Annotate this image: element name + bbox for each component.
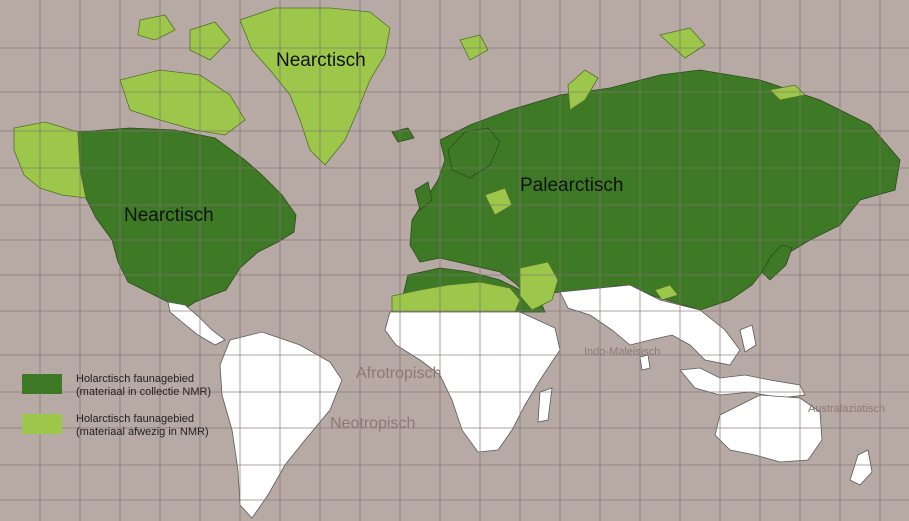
region-arctic-islands-ne <box>189 21 231 61</box>
legend-swatch-dark-green <box>22 374 62 394</box>
legend-line-1: Holarctisch faunagebied <box>76 373 195 385</box>
region-uk <box>414 181 433 211</box>
region-africa <box>384 311 561 453</box>
region-alaska <box>13 121 87 199</box>
region-nw-islands <box>137 14 176 41</box>
region-madagascar <box>537 387 553 423</box>
region-australia <box>714 394 823 463</box>
region-south-america <box>219 331 343 519</box>
region-severnaya <box>659 27 706 59</box>
region-novaya-zemlya <box>567 69 599 111</box>
other-regions <box>167 284 873 519</box>
region-central-america <box>167 301 226 346</box>
region-iceland <box>391 127 415 143</box>
region-eurasia <box>409 69 901 311</box>
map-legend: Holarctisch faunagebied (materiaal in co… <box>22 373 211 453</box>
region-greenland <box>239 7 391 166</box>
region-himalaya-patch <box>654 284 679 301</box>
label-eurasia: Palearctisch <box>520 175 624 196</box>
region-new-siberian <box>769 84 806 101</box>
label-south-america: Neotropisch <box>330 415 416 432</box>
holarctic-absent-regions <box>13 7 806 313</box>
region-svalbard <box>459 34 489 61</box>
label-north-america: Nearctisch <box>124 205 214 226</box>
region-sri-lanka <box>639 354 651 371</box>
legend-line-2: (materiaal in collectie NMR) <box>76 386 212 398</box>
region-new-zealand <box>849 449 873 486</box>
legend-item: Holarctisch faunagebied (materiaal in co… <box>22 373 211 399</box>
label-greenland: Nearctisch <box>276 50 366 71</box>
legend-item: Holarctisch faunagebied (materiaal afwez… <box>22 413 211 439</box>
holarctic-collected-regions <box>77 69 901 313</box>
region-india-se-asia <box>559 284 741 366</box>
legend-line-1: Holarctisch faunagebied <box>76 413 195 425</box>
region-philippines <box>739 324 757 353</box>
region-japan <box>761 244 793 281</box>
label-australasia: Australaziatisch <box>808 403 886 415</box>
region-arctic-archipelago <box>119 69 246 136</box>
label-indomalaya: Indo-Maleisisch <box>584 346 661 358</box>
region-indonesia <box>679 367 806 399</box>
legend-swatch-light-green <box>22 414 62 434</box>
region-arabia <box>519 261 559 311</box>
label-africa: Afrotropisch <box>356 365 442 382</box>
legend-line-2: (materiaal afwezig in NMR) <box>76 426 209 438</box>
